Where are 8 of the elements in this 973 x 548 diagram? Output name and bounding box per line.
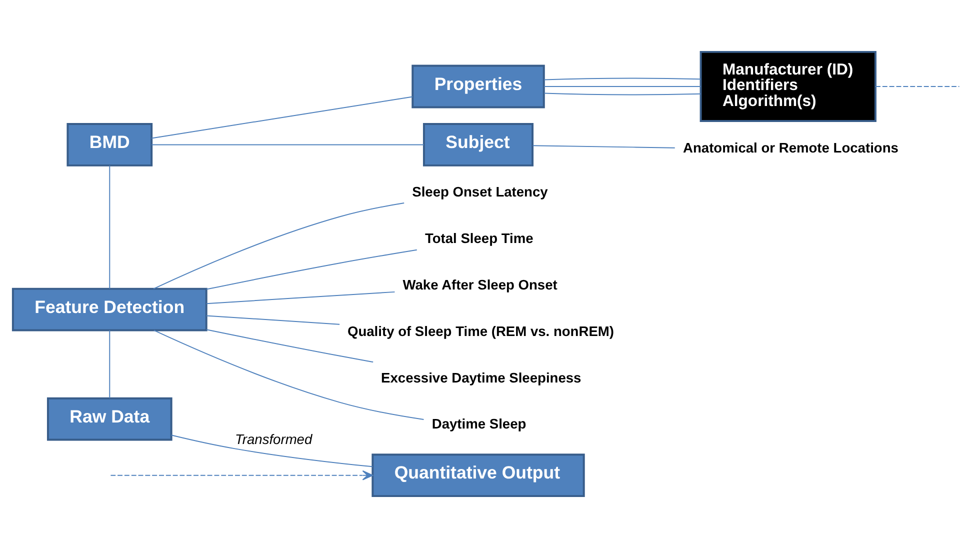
node-text: Excessive Daytime Sleepiness bbox=[381, 369, 582, 386]
node-text: Wake After Sleep Onset bbox=[402, 276, 558, 292]
edge-label: Transformed bbox=[234, 430, 312, 447]
node-text: Total Sleep Time bbox=[424, 230, 534, 246]
node-text: Anatomical or Remote Locations bbox=[683, 139, 898, 156]
node-text: Quality of Sleep Time (REM vs. nonREM) bbox=[347, 322, 614, 339]
node-text: Daytime Sleep bbox=[432, 416, 526, 432]
node-text: Sleep Onset Latency bbox=[412, 184, 548, 200]
